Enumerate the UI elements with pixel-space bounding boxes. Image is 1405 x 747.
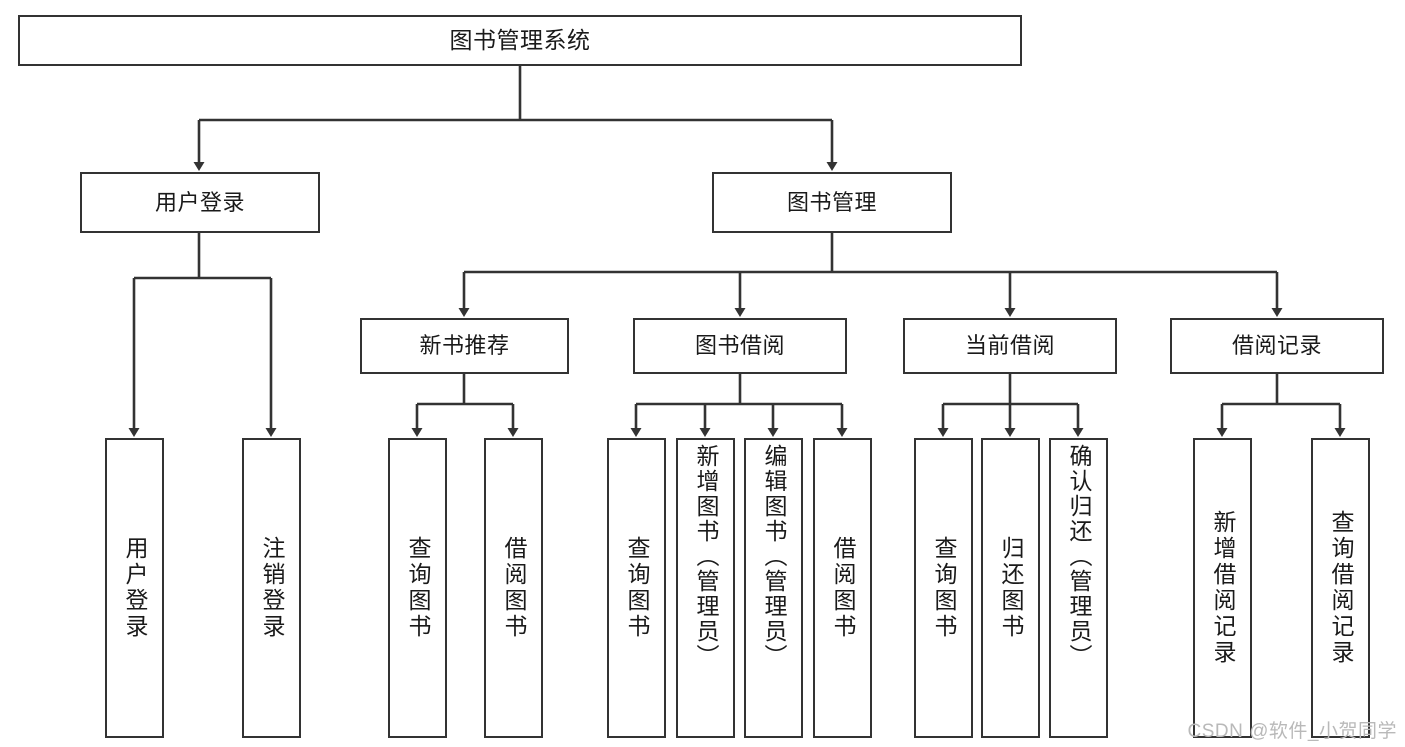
node-leaf-borrow-book-2[interactable]: 借阅图书 [813,438,872,738]
node-current-borrow[interactable]: 当前借阅 [903,318,1117,374]
node-label: 查询借阅记录 [1328,510,1354,666]
node-label: 新增图书（管理员） [693,444,719,669]
node-label: 借阅记录 [1231,333,1322,359]
node-label: 查询图书 [931,536,957,640]
node-leaf-return-book[interactable]: 归还图书 [981,438,1040,738]
node-leaf-query-book-3[interactable]: 查询图书 [914,438,973,738]
node-label: 图书管理系统 [449,26,591,53]
node-leaf-query-record[interactable]: 查询借阅记录 [1311,438,1370,738]
node-label: 查询图书 [405,536,431,640]
node-leaf-add-book[interactable]: 新增图书（管理员） [676,438,735,738]
node-label: 注销登录 [259,536,285,640]
node-leaf-user-login[interactable]: 用户登录 [105,438,164,738]
node-leaf-user-logout[interactable]: 注销登录 [242,438,301,738]
node-label: 新书推荐 [419,333,510,359]
node-book-borrow[interactable]: 图书借阅 [633,318,847,374]
node-new-book-recommend[interactable]: 新书推荐 [360,318,569,374]
node-label: 归还图书 [998,536,1024,640]
csdn-watermark: CSDN @软件_小贺同学 [1187,721,1397,742]
node-user-login[interactable]: 用户登录 [80,172,320,233]
node-label: 编辑图书（管理员） [761,444,787,669]
node-borrow-record[interactable]: 借阅记录 [1170,318,1384,374]
node-leaf-query-book-2[interactable]: 查询图书 [607,438,666,738]
node-label: 当前借阅 [964,333,1055,359]
node-label: 用户登录 [154,189,245,215]
node-label: 借阅图书 [830,536,856,640]
node-label: 用户登录 [122,536,148,640]
node-book-management[interactable]: 图书管理 [712,172,952,233]
node-leaf-borrow-book-1[interactable]: 借阅图书 [484,438,543,738]
node-leaf-add-record[interactable]: 新增借阅记录 [1193,438,1252,738]
node-leaf-edit-book[interactable]: 编辑图书（管理员） [744,438,803,738]
node-label: 图书借阅 [694,333,785,359]
node-label: 查询图书 [624,536,650,640]
node-leaf-query-book-1[interactable]: 查询图书 [388,438,447,738]
node-label: 新增借阅记录 [1210,510,1236,666]
node-leaf-confirm-return[interactable]: 确认归还（管理员） [1049,438,1108,738]
node-root-book-management-system[interactable]: 图书管理系统 [18,15,1022,66]
node-label: 图书管理 [786,189,877,215]
node-label: 借阅图书 [501,536,527,640]
node-label: 确认归还（管理员） [1066,444,1092,669]
